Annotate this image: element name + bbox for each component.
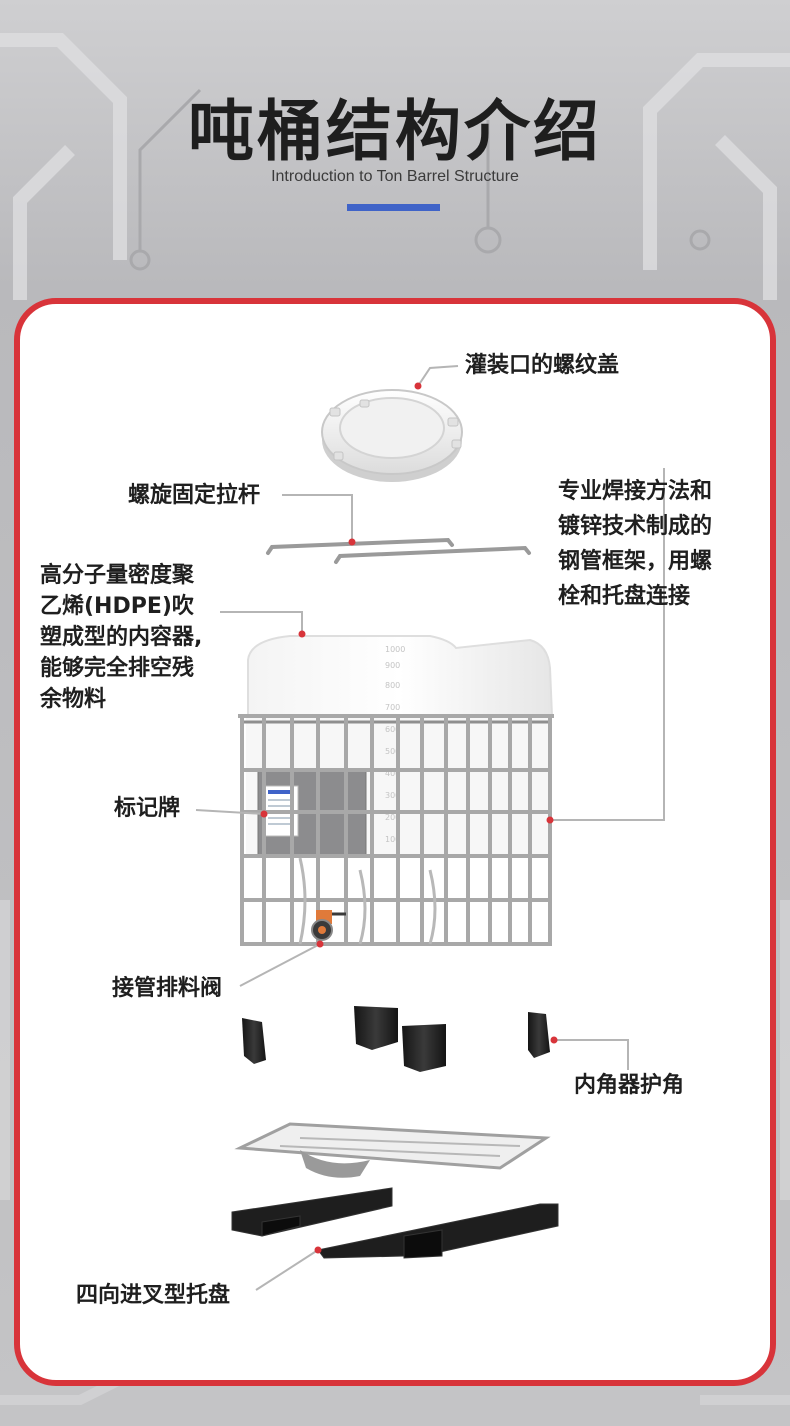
label-hdpe-tank-line: 余物料 [40,687,107,712]
title-underline [347,204,440,211]
label-tie-rod: 螺旋固定拉杆 [128,483,261,508]
label-steel-frame-line: 钢管框架，用螺 [558,549,713,574]
label-nameplate: 标记牌 [114,796,181,821]
label-corner-guard: 内角器护角 [574,1073,685,1098]
svg-text:1000: 1000 [385,645,405,654]
steel-cage-frame [238,714,554,946]
corner-guards [242,1006,550,1072]
discharge-valve [311,910,346,941]
label-hdpe-tank: 高分子量密度聚 乙烯(HDPE)吹 塑成型的内容器, 能够完全排空残 余物料 [40,560,202,715]
label-steel-frame-line: 专业焊接方法和 [558,479,713,504]
svg-text:500: 500 [385,747,400,756]
page-subtitle: Introduction to Ton Barrel Structure [271,168,519,185]
leader-lines [195,365,665,1291]
svg-text:900: 900 [385,661,400,670]
label-threaded-cap: 灌装口的螺纹盖 [465,353,620,378]
header: 吨桶结构介绍 Introduction to Ton Barrel Struct… [0,0,790,300]
four-way-pallet [231,1187,559,1259]
label-hdpe-tank-line: 乙烯(HDPE)吹 [40,594,194,619]
label-hdpe-tank-line: 塑成型的内容器, [40,625,203,650]
label-discharge-valve: 接管排料阀 [112,976,223,1001]
svg-text:300: 300 [385,791,400,800]
svg-text:400: 400 [385,769,400,778]
label-pallet: 四向进叉型托盘 [76,1283,231,1308]
svg-text:800: 800 [385,681,400,690]
base-tray [234,1122,551,1178]
svg-text:200: 200 [385,813,400,822]
svg-text:700: 700 [385,703,400,712]
label-steel-frame-line: 镀锌技术制成的 [558,514,713,539]
svg-text:100: 100 [385,835,400,844]
threaded-cap [321,389,463,482]
label-hdpe-tank-line: 能够完全排空残 [40,656,195,681]
tie-rods [266,537,531,564]
label-hdpe-tank-line: 高分子量密度聚 [40,563,195,588]
svg-text:600: 600 [385,725,400,734]
label-steel-frame: 专业焊接方法和 镀锌技术制成的 钢管框架，用螺 栓和托盘连接 [558,474,712,614]
label-steel-frame-line: 栓和托盘连接 [558,584,691,609]
leader-dots [260,382,558,1254]
tank-scale-marks: 1000 900 800 700 600 500 400 300 200 100 [385,645,405,844]
page-title: 吨桶结构介绍 [188,93,602,170]
